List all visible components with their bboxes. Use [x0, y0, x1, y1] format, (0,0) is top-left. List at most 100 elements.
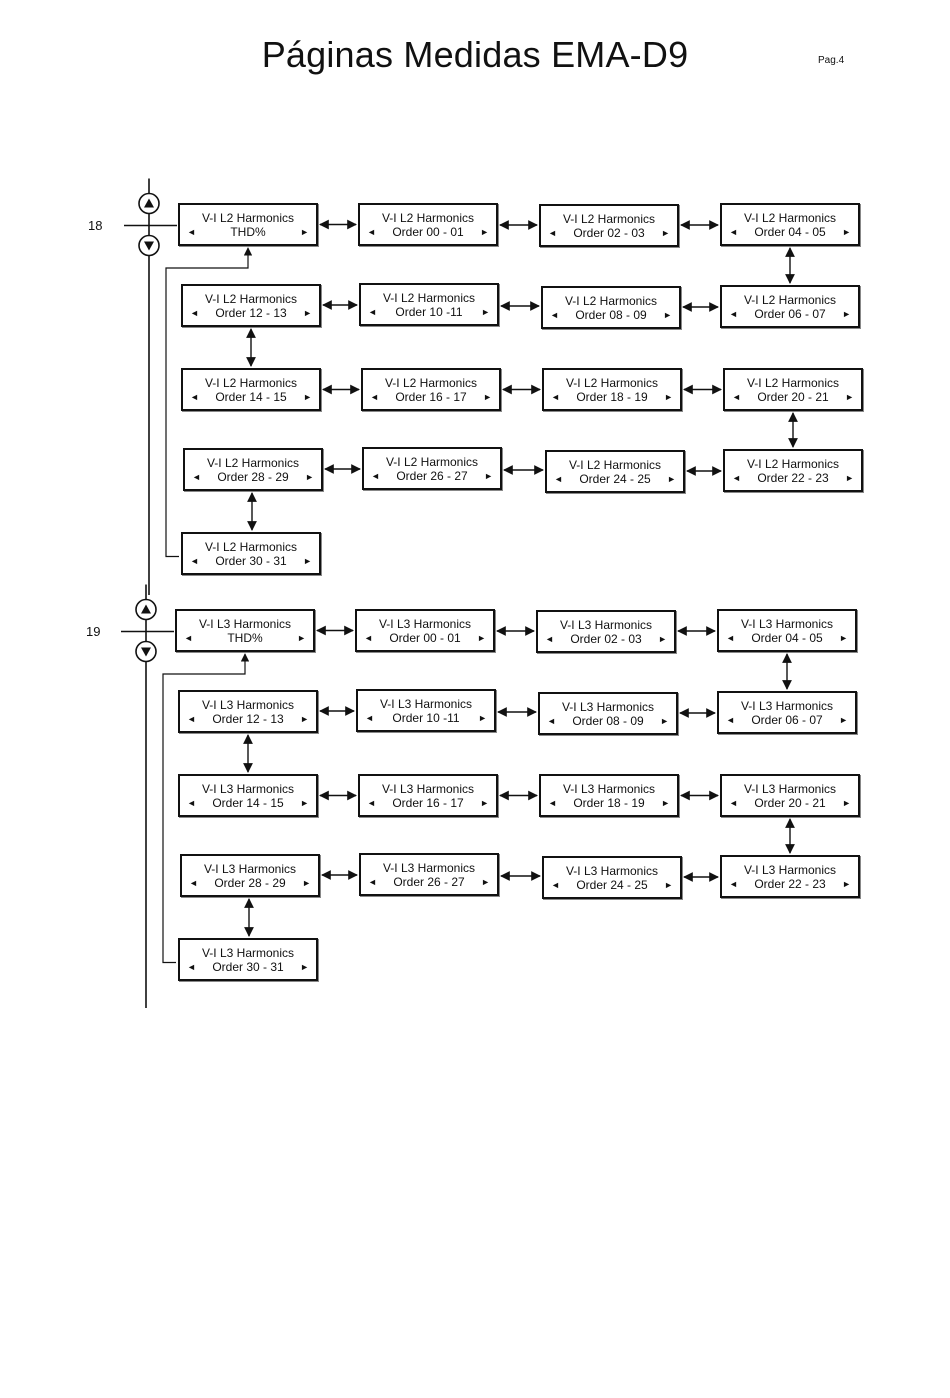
- left-arrow-icon: ◄: [187, 714, 196, 724]
- right-arrow-icon: ►: [477, 633, 486, 643]
- right-arrow-icon: ►: [664, 392, 673, 402]
- right-arrow-icon: ►: [305, 472, 314, 482]
- up-button[interactable]: [135, 598, 157, 621]
- box-header: V-I L3 Harmonics: [740, 699, 834, 713]
- box-header: V-I L3 Harmonics: [382, 861, 476, 875]
- up-button[interactable]: [138, 192, 160, 215]
- right-arrow-icon: ►: [661, 228, 670, 238]
- left-arrow-icon: ◄: [190, 392, 199, 402]
- right-arrow-icon: ►: [481, 307, 490, 317]
- box-header: V-I L2 Harmonics: [382, 291, 476, 305]
- left-arrow-icon: ◄: [729, 798, 738, 808]
- right-arrow-icon: ►: [842, 798, 851, 808]
- left-arrow-icon: ◄: [551, 880, 560, 890]
- right-arrow-icon: ►: [842, 309, 851, 319]
- left-arrow-icon: ◄: [547, 716, 556, 726]
- left-arrow-icon: ◄: [192, 472, 201, 482]
- page-number: Pag.4: [818, 55, 845, 66]
- right-arrow-icon: ►: [663, 310, 672, 320]
- box-header: V-I L2 Harmonics: [746, 457, 840, 471]
- box-header: V-I L2 Harmonics: [564, 294, 658, 308]
- left-arrow-icon: ◄: [367, 798, 376, 808]
- box-header: V-I L2 Harmonics: [565, 376, 659, 390]
- box-header: V-I L2 Harmonics: [204, 540, 298, 554]
- box-header: V-I L3 Harmonics: [559, 618, 653, 632]
- box-label: Order 04 - 05: [754, 225, 826, 239]
- left-arrow-icon: ◄: [551, 392, 560, 402]
- box-label: THD%: [227, 631, 263, 645]
- left-arrow-icon: ◄: [368, 307, 377, 317]
- box-header: V-I L2 Harmonics: [204, 292, 298, 306]
- loop-back-link: [165, 247, 253, 558]
- box-header: V-I L2 Harmonics: [562, 212, 656, 226]
- right-arrow-icon: ►: [839, 633, 848, 643]
- left-arrow-icon: ◄: [548, 798, 557, 808]
- box-label: Order 18 - 19: [576, 390, 648, 404]
- right-arrow-icon: ►: [300, 962, 309, 972]
- box-header: V-I L3 Harmonics: [743, 782, 837, 796]
- box-label: Order 02 - 03: [570, 632, 642, 646]
- box-header: V-I L3 Harmonics: [198, 617, 292, 631]
- right-arrow-icon: ►: [658, 634, 667, 644]
- left-arrow-icon: ◄: [732, 473, 741, 483]
- left-arrow-icon: ◄: [367, 227, 376, 237]
- loop-back-link: [162, 653, 250, 964]
- left-arrow-icon: ◄: [187, 798, 196, 808]
- box-header: V-I L3 Harmonics: [562, 782, 656, 796]
- right-arrow-icon: ►: [478, 713, 487, 723]
- box-header: V-I L2 Harmonics: [201, 211, 295, 225]
- box-label: Order 22 - 23: [754, 877, 826, 891]
- down-button[interactable]: [135, 640, 157, 663]
- box-label: Order 12 - 13: [212, 712, 284, 726]
- left-arrow-icon: ◄: [729, 879, 738, 889]
- box-header: V-I L2 Harmonics: [206, 456, 300, 470]
- right-arrow-icon: ►: [303, 392, 312, 402]
- box-header: V-I L3 Harmonics: [743, 863, 837, 877]
- box-label: Order 14 - 15: [212, 796, 284, 810]
- left-arrow-icon: ◄: [190, 556, 199, 566]
- right-arrow-icon: ►: [845, 473, 854, 483]
- left-arrow-icon: ◄: [370, 392, 379, 402]
- down-button[interactable]: [138, 234, 160, 257]
- box-header: V-I L3 Harmonics: [740, 617, 834, 631]
- box-label: Order 12 - 13: [215, 306, 287, 320]
- right-arrow-icon: ►: [480, 227, 489, 237]
- box-label: Order 08 - 09: [572, 714, 644, 728]
- right-arrow-icon: ►: [667, 474, 676, 484]
- box-label: Order 16 - 17: [395, 390, 467, 404]
- left-arrow-icon: ◄: [190, 308, 199, 318]
- box-label: Order 08 - 09: [575, 308, 647, 322]
- box-label: Order 30 - 31: [212, 960, 284, 974]
- box-label: Order 28 - 29: [214, 876, 286, 890]
- right-arrow-icon: ►: [297, 633, 306, 643]
- left-arrow-icon: ◄: [554, 474, 563, 484]
- box-label: Order 06 - 07: [751, 713, 823, 727]
- box-label: Order 10 -11: [392, 711, 460, 725]
- box-header: V-I L2 Harmonics: [743, 211, 837, 225]
- right-arrow-icon: ►: [664, 880, 673, 890]
- box-label: Order 02 - 03: [573, 226, 645, 240]
